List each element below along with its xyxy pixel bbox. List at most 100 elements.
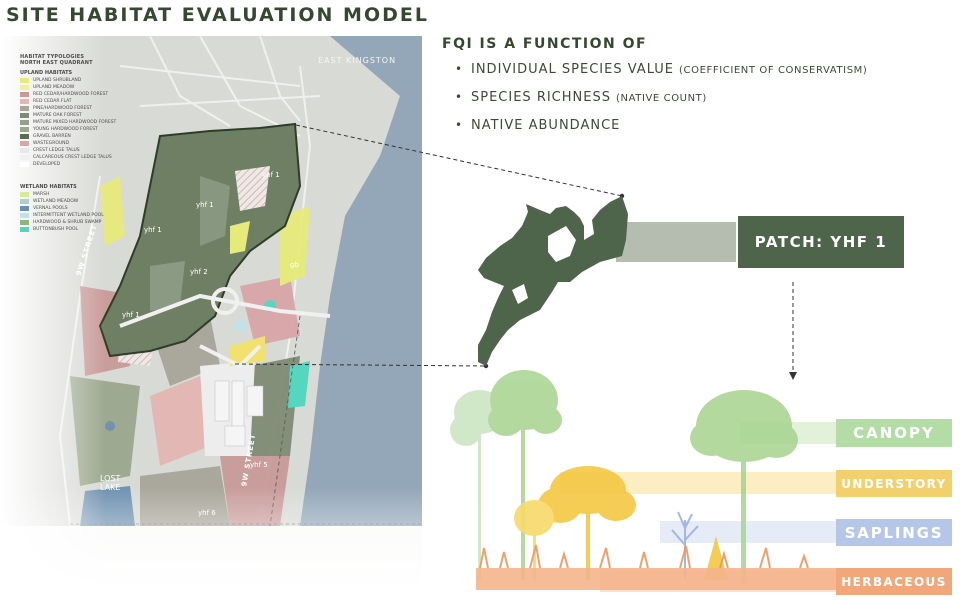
canopy-trees: [450, 370, 798, 585]
map-label-yhf2: yhf 2: [190, 268, 208, 276]
legend-item-label: VERNAL POOLS: [33, 206, 68, 211]
legend-item: YOUNG HARDWOOD FOREST: [20, 126, 150, 133]
fqi-item: • SPECIES RICHNESS (NATIVE COUNT): [455, 90, 867, 118]
legend-item-label: WETLAND MEADOW: [33, 199, 79, 204]
map-label-lost-lake: LOST LAKE: [100, 474, 121, 492]
fqi-item-sub: (COEFFICIENT OF CONSERVATISM): [679, 65, 868, 76]
connector-line-bottom: [234, 363, 487, 367]
legend-item: DEVELOPED: [20, 161, 150, 168]
legend-item: CREST LEDGE TALUS: [20, 147, 150, 154]
map-label-gb: gb: [290, 261, 299, 269]
legend-header: HABITAT TYPOLOGIES: [20, 54, 85, 60]
legend-swatch: [20, 162, 29, 167]
layer-label-herbaceous: HERBACEOUS: [836, 568, 952, 595]
fqi-item: • NATIVE ABUNDANCE: [455, 118, 867, 146]
map-label-yhf1-d: yhf 1: [196, 201, 214, 209]
fqi-item-sub: (NATIVE COUNT): [615, 93, 707, 104]
legend-swatch: [20, 92, 29, 97]
legend-item: HARDWOOD & SHRUB SWAMP: [20, 219, 150, 226]
legend-item: RED CEDAR/HARDWOOD FOREST: [20, 91, 150, 98]
legend-item-label: HARDWOOD & SHRUB SWAMP: [33, 220, 102, 225]
map-legend: HABITAT TYPOLOGIES NORTH EAST QUADRANT U…: [20, 54, 150, 233]
legend-swatch: [20, 213, 29, 218]
map-graphic: [0, 36, 422, 600]
herbaceous-layer: [476, 544, 836, 590]
legend-item-label: YOUNG HARDWOOD FOREST: [33, 127, 98, 132]
legend-item: PINE/HARDWOOD FOREST: [20, 105, 150, 112]
fqi-item: • INDIVIDUAL SPECIES VALUE (COEFFICIENT …: [455, 62, 867, 90]
site-map: HABITAT TYPOLOGIES NORTH EAST QUADRANT U…: [0, 36, 422, 600]
legend-item-label: CALCAREOUS CREST LEDGE TALUS: [33, 155, 112, 160]
legend-item-label: WASTEGROUND: [33, 141, 70, 146]
legend-swatch: [20, 78, 29, 83]
legend-item-label: BUTTONBUSH POOL: [33, 227, 79, 232]
legend-item-label: UPLAND SHRUBLAND: [33, 78, 82, 83]
legend-item: WASTEGROUND: [20, 140, 150, 147]
legend-item: MATURE OAK FOREST: [20, 112, 150, 119]
legend-swatch: [20, 192, 29, 197]
legend-item-label: MATURE OAK FOREST: [33, 113, 82, 118]
legend-upland-heading: UPLAND HABITATS: [20, 70, 73, 76]
legend-swatch: [20, 120, 29, 125]
legend-swatch: [20, 127, 29, 132]
patch-connector-bar: [616, 222, 736, 262]
legend-item-label: GRAVEL BARREN: [33, 134, 71, 139]
connector-line-top: [295, 124, 623, 197]
legend-swatch: [20, 199, 29, 204]
legend-swatch: [20, 106, 29, 111]
legend-item-label: CREST LEDGE TALUS: [33, 148, 80, 153]
legend-swatch: [20, 227, 29, 232]
patch-shape-yhf1: [478, 196, 628, 366]
map-label-yhf1-b: yhf 1: [144, 226, 162, 234]
legend-wetland-heading: WETLAND HABITATS: [20, 184, 77, 190]
layer-label-saplings: SAPLINGS: [836, 519, 952, 546]
page-title: SITE HABITAT EVALUATION MODEL: [6, 4, 429, 26]
map-label-yhf1-c: yhf 1: [122, 311, 140, 319]
fqi-list: • INDIVIDUAL SPECIES VALUE (COEFFICIENT …: [455, 62, 867, 146]
legend-item-label: PINE/HARDWOOD FOREST: [33, 106, 92, 111]
legend-swatch: [20, 99, 29, 104]
legend-subheader: NORTH EAST QUADRANT: [20, 60, 93, 66]
map-label-yhf1-a: yhf 1: [262, 171, 280, 179]
legend-swatch: [20, 155, 29, 160]
legend-item: GRAVEL BARREN: [20, 133, 150, 140]
legend-item-label: UPLAND MEADOW: [33, 85, 75, 90]
legend-swatch: [20, 206, 29, 211]
legend-item: BUTTONBUSH POOL: [20, 226, 150, 233]
fqi-item-main: NATIVE ABUNDANCE: [471, 118, 621, 133]
fqi-item-main: SPECIES RICHNESS: [471, 90, 611, 105]
layer-label-canopy: CANOPY: [836, 419, 952, 447]
legend-item: CALCAREOUS CREST LEDGE TALUS: [20, 154, 150, 161]
legend-swatch: [20, 85, 29, 90]
fqi-item-main: INDIVIDUAL SPECIES VALUE: [471, 62, 675, 77]
legend-item-label: RED CEDAR FLAT: [33, 99, 72, 104]
legend-item-label: MARSH: [33, 192, 50, 197]
legend-swatch: [20, 148, 29, 153]
legend-item-label: DEVELOPED: [33, 162, 61, 167]
legend-item: UPLAND MEADOW: [20, 84, 150, 91]
legend-item: VERNAL POOLS: [20, 205, 150, 212]
patch-label: PATCH: YHF 1: [738, 216, 904, 268]
bullet-icon: •: [455, 62, 464, 76]
legend-item: INTERMITTENT WETLAND POOL: [20, 212, 150, 219]
arrow-down-icon: [789, 372, 797, 380]
legend-swatch: [20, 134, 29, 139]
map-label-yhf6: yhf 6: [198, 509, 216, 517]
legend-item-label: INTERMITTENT WETLAND POOL: [33, 213, 104, 218]
understory-trees: [514, 466, 636, 580]
map-label-yhf5: yhf 5: [250, 461, 268, 469]
legend-item: MATURE MIXED HARDWOOD FOREST: [20, 119, 150, 126]
legend-item: MARSH: [20, 191, 150, 198]
legend-swatch: [20, 141, 29, 146]
bullet-icon: •: [455, 90, 464, 104]
legend-item: RED CEDAR FLAT: [20, 98, 150, 105]
legend-item: WETLAND MEADOW: [20, 198, 150, 205]
legend-swatch: [20, 220, 29, 225]
bullet-icon: •: [455, 118, 464, 132]
legend-item-label: RED CEDAR/HARDWOOD FOREST: [33, 92, 109, 97]
legend-item-label: MATURE MIXED HARDWOOD FOREST: [33, 120, 117, 125]
fqi-heading: FQI IS A FUNCTION OF: [442, 36, 648, 52]
map-label-east-kingston: EAST KINGSTON: [318, 56, 397, 65]
legend-swatch: [20, 113, 29, 118]
